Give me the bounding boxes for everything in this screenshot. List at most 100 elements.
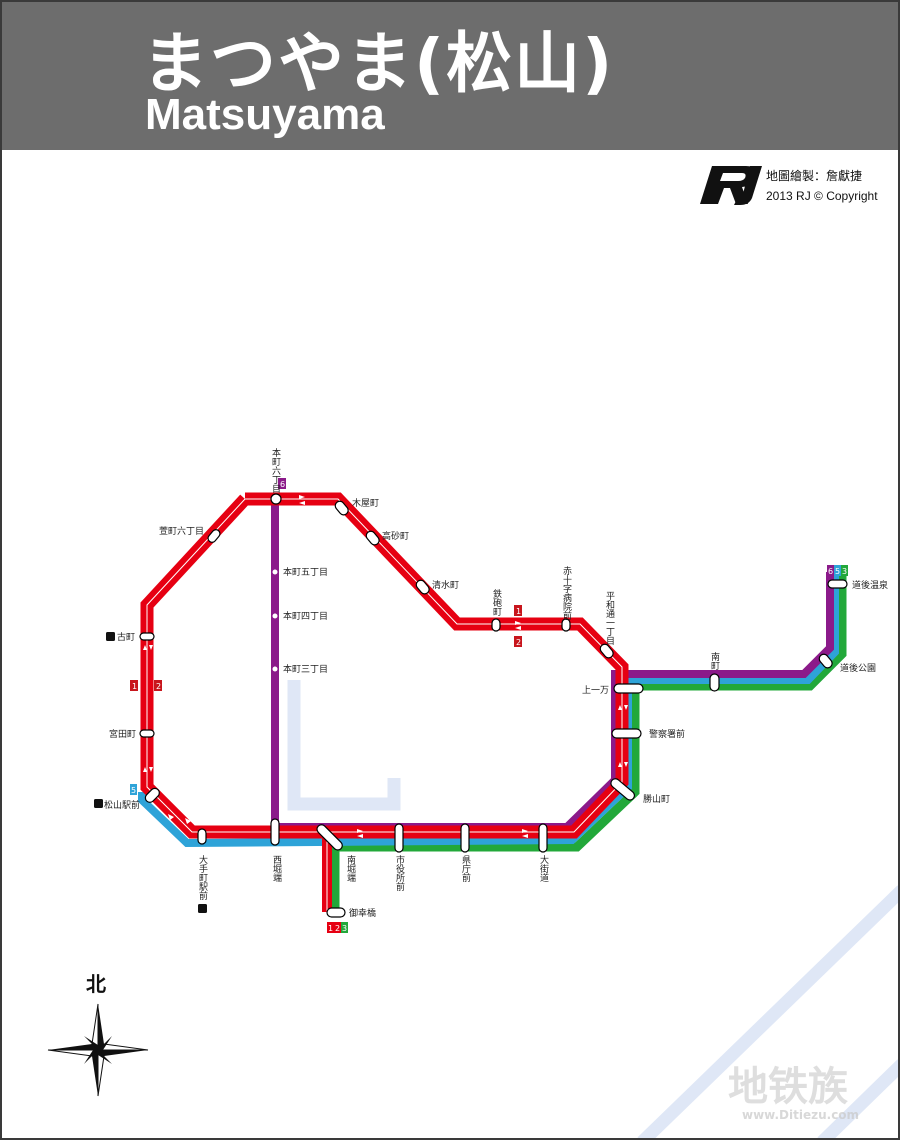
station-okaido[interactable]	[538, 823, 548, 853]
label-nishihoribata: 西堀端	[271, 855, 282, 883]
line-1-2-loop[interactable]	[140, 492, 629, 839]
label-honmachi3: 本町三丁目	[283, 663, 328, 675]
label-minamihoribata: 南堀端	[345, 854, 356, 883]
page-title: まつやま(松山)	[142, 25, 615, 102]
label-takasagocho: 高砂町	[382, 530, 409, 542]
station-kiyacho[interactable]	[333, 499, 350, 516]
label-okaido: 大街道	[538, 854, 549, 883]
station-honmachi3[interactable]	[272, 666, 278, 672]
station-keisatsusho[interactable]	[611, 728, 642, 739]
direction-arrows	[143, 495, 628, 838]
route-badges: 6 1 2 1 2 5 1 2 3 6 5 3	[130, 478, 848, 933]
station-katsuyamacho[interactable]	[609, 777, 636, 802]
line-3-route[interactable]	[330, 572, 847, 912]
header-bar: まつやま(松山) Matsuyama	[2, 2, 898, 150]
arrow-icon	[143, 767, 153, 772]
station-honmachi5[interactable]	[272, 569, 278, 575]
station-takasagocho[interactable]	[364, 529, 381, 546]
label-teppocho: 鉄砲町	[491, 588, 502, 616]
arrow-icon	[618, 705, 628, 710]
station-markers	[139, 493, 848, 918]
station-heiwadori[interactable]	[598, 642, 615, 659]
label-keisatsusho: 警察署前	[649, 728, 685, 740]
label-heiwadori: 平和通一丁目	[604, 591, 615, 645]
station-minamihoribata[interactable]	[315, 823, 344, 852]
station-kamiichiman[interactable]	[613, 683, 644, 694]
label-honmachi4: 本町四丁目	[283, 610, 328, 622]
page-subtitle: Matsuyama	[145, 90, 385, 139]
station-miyatacho[interactable]	[139, 729, 155, 738]
svg-text:2: 2	[335, 924, 340, 933]
label-dogokoen: 道後公園	[840, 662, 876, 674]
station-teppocho[interactable]	[491, 618, 501, 632]
label-dogoonsen: 道後温泉	[852, 579, 888, 591]
svg-text:1: 1	[132, 682, 137, 691]
station-miyukibashi[interactable]	[326, 907, 346, 918]
svg-text:1: 1	[328, 924, 333, 933]
arrow-icon	[168, 814, 191, 824]
credit-author: 地圖繪製：詹獻捷	[766, 169, 863, 183]
label-shimizumachi: 清水町	[432, 579, 459, 591]
svg-text:1: 1	[516, 607, 521, 616]
svg-text:2: 2	[156, 682, 161, 691]
station-komachi[interactable]	[139, 632, 155, 641]
station-dogoonsen[interactable]	[827, 579, 848, 589]
compass-rose-icon	[47, 1003, 149, 1097]
svg-text:6: 6	[280, 480, 285, 489]
station-matsuyamaekimae[interactable]	[144, 787, 162, 805]
label-miyatacho: 宮田町	[109, 728, 136, 740]
map-credit: 地圖繪製：詹獻捷 2013 RJ © Copyright	[766, 166, 878, 206]
station-shiyakusho[interactable]	[394, 823, 404, 853]
jr-icon	[94, 799, 103, 808]
arrow-icon	[143, 645, 153, 650]
jr-icon	[106, 632, 115, 641]
label-matsuyamaekimae: 松山駅前	[104, 799, 140, 811]
svg-text:2: 2	[516, 638, 521, 647]
arrow-icon	[299, 495, 305, 505]
label-kenchomae: 県庁前	[460, 855, 471, 883]
label-honmachi5: 本町五丁目	[283, 566, 328, 578]
line-6-route[interactable]	[271, 499, 834, 831]
label-honmachi6: 本町六丁目	[270, 447, 281, 493]
label-minamimachi: 南町	[709, 651, 720, 670]
arrow-icon	[618, 762, 628, 767]
station-shimizumachi[interactable]	[414, 578, 431, 595]
label-otemachi: 大手町駅前	[197, 854, 208, 901]
station-kayamachi[interactable]	[206, 528, 221, 544]
watermark: 地铁族	[728, 1064, 848, 1110]
arrow-icon	[522, 829, 528, 838]
station-minamimachi[interactable]	[709, 673, 720, 692]
jr-station-icons	[94, 632, 207, 913]
station-labels: 本町六丁目 本町五丁目 本町四丁目 本町三丁目 木屋町 高砂町 清水町 鉄砲町 …	[104, 447, 888, 919]
label-sekijuji: 赤十字病院前	[561, 566, 572, 621]
jr-icon	[198, 904, 207, 913]
svg-text:3: 3	[342, 924, 347, 933]
line-5-route[interactable]	[138, 572, 839, 848]
svg-text:5: 5	[835, 567, 840, 576]
north-label: 北	[86, 972, 106, 996]
station-sekijuji[interactable]	[561, 618, 571, 632]
station-honmachi6[interactable]	[270, 493, 282, 505]
svg-text:5: 5	[131, 786, 136, 795]
credit-copyright: 2013 RJ © Copyright	[766, 189, 878, 203]
arrow-icon	[357, 829, 363, 838]
label-kayamachi: 萱町六丁目	[159, 525, 204, 537]
station-dogokoen[interactable]	[817, 652, 834, 669]
label-kamiichiman: 上一万	[582, 685, 609, 696]
station-otemachi[interactable]	[197, 828, 207, 845]
station-nishihoribata[interactable]	[270, 818, 280, 846]
arrow-icon	[515, 621, 521, 630]
station-honmachi4[interactable]	[272, 613, 278, 619]
station-kenchomae[interactable]	[460, 823, 470, 853]
watermark-url: www.Ditiezu.com	[742, 1108, 860, 1122]
rj-logo	[700, 166, 762, 205]
svg-text:3: 3	[842, 567, 847, 576]
label-komachi: 古町	[117, 631, 135, 643]
label-katsuyamacho: 勝山町	[643, 793, 670, 805]
svg-text:6: 6	[828, 567, 833, 576]
background-shapes	[287, 680, 898, 1138]
label-kiyacho: 木屋町	[352, 497, 379, 509]
label-shiyakusho: 市役所前	[394, 854, 405, 892]
